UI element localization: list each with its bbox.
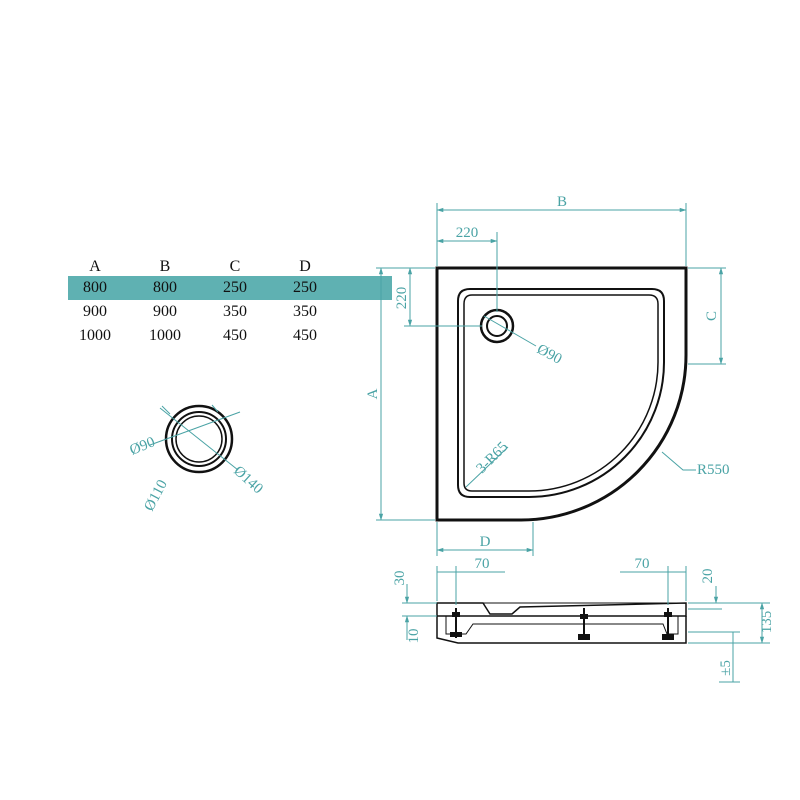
table-header-row: A B C D: [60, 255, 330, 279]
cell: 350: [223, 303, 247, 320]
cell: 450: [293, 327, 317, 344]
table-row-highlighted: [68, 276, 392, 300]
waste-inner-ring: [175, 415, 223, 463]
corner-leader: [465, 446, 509, 488]
cell: 1000: [79, 327, 111, 344]
basin-outer-edge: [457, 288, 666, 498]
dim-a-label: A: [365, 388, 381, 399]
dim-d-label: D: [480, 534, 491, 550]
dim-70-left-label: 70: [475, 556, 490, 572]
cell: 250: [293, 279, 317, 296]
waste-tick: [161, 405, 171, 415]
tray-outline: [435, 266, 688, 522]
dim-5-label: ±5: [718, 660, 734, 676]
plan-waste-inner: [486, 315, 508, 337]
tray-profile: [436, 602, 687, 617]
cell: 900: [153, 303, 177, 320]
arc-radius-label: R550: [697, 462, 730, 478]
cell: 450: [223, 327, 247, 344]
waste-middle-ring: [171, 411, 227, 467]
dim-135-label: 135: [759, 611, 775, 634]
tray-inner-profile: [445, 616, 679, 635]
waste-d140-label: Ø140: [230, 463, 265, 497]
dim-10-label: 10: [406, 629, 422, 644]
arc-leader: [661, 451, 696, 471]
table-row: 1000 1000 450 450: [60, 324, 330, 348]
dim-20-label: 20: [700, 569, 716, 584]
cell: 1000: [149, 327, 181, 344]
waste-tick: [211, 404, 219, 413]
table-row: 800 800 250 250: [60, 276, 330, 300]
dim-70-right-label: 70: [635, 556, 650, 572]
waste-detail: Ø90 Ø110 Ø140: [128, 404, 266, 514]
support-foot-center: [578, 608, 590, 640]
dim-c-label: C: [704, 311, 720, 321]
dim-220-side-label: 220: [394, 287, 410, 310]
support-foot-right: [662, 608, 674, 640]
basin-inner-edge: [463, 294, 659, 492]
cell: 800: [153, 279, 177, 296]
cell: 250: [223, 279, 247, 296]
plan-view: B 220 220 A C D Ø90 3-R65 R550: [365, 194, 730, 556]
dim-220-top-label: 220: [456, 225, 479, 241]
cell: 900: [83, 303, 107, 320]
cell: 350: [293, 303, 317, 320]
header-a: A: [89, 258, 101, 275]
waste-diag-line: [159, 407, 239, 471]
cell: 800: [83, 279, 107, 296]
dim-30-label: 30: [392, 571, 408, 586]
header-c: C: [229, 258, 241, 275]
waste-leader: [483, 315, 537, 347]
dim-b-label: B: [557, 194, 567, 210]
header-b: B: [159, 258, 171, 275]
tray-underside: [436, 616, 687, 644]
corner-radius-label: 3-R65: [474, 439, 512, 477]
header-d: D: [299, 258, 311, 275]
plan-waste-outer: [479, 308, 515, 344]
waste-d90-label: Ø90: [128, 434, 158, 459]
table-row: 900 900 350 350: [60, 300, 330, 324]
waste-diag-line: [149, 411, 241, 446]
waste-d110-label: Ø110: [141, 477, 171, 513]
section-view: 70 70 30 10 20 135 ±5: [392, 556, 775, 683]
support-foot-left: [450, 608, 462, 638]
plan-waste-label: Ø90: [534, 341, 564, 367]
